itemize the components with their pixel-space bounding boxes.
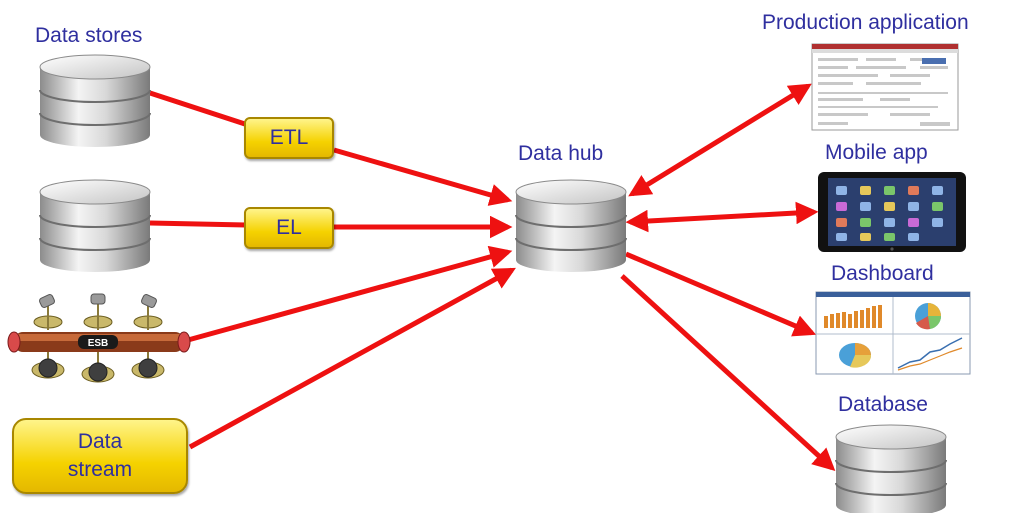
database-cylinder	[835, 424, 947, 513]
arrow-hub-dashboard	[625, 251, 817, 337]
data-store-cylinder-2	[39, 179, 151, 273]
mobile-app-tablet	[818, 172, 966, 252]
connector-arrows	[149, 83, 836, 472]
production-application-thumbnail	[811, 43, 959, 131]
arrow-hub-production	[628, 83, 812, 197]
data-stores-label: Data stores	[35, 24, 143, 47]
dashboard-label: Dashboard	[831, 262, 934, 285]
etl-box: ETL	[244, 117, 334, 159]
data-hub-cylinder	[515, 179, 627, 273]
esb-label: ESB	[88, 338, 109, 349]
arrow-etl-to-hub	[333, 147, 513, 206]
data-store-cylinder-1	[39, 54, 151, 148]
arrow-store1-to-etl	[149, 90, 249, 128]
el-box: EL	[244, 207, 334, 249]
data-stream-line1: Data	[77, 430, 123, 453]
arrow-hub-database	[620, 274, 836, 472]
dashboard-thumbnail	[815, 291, 971, 375]
esb-bus-icon: ESB	[7, 293, 191, 383]
mobile-app-label: Mobile app	[825, 141, 928, 164]
arrow-esb-to-hub	[187, 245, 513, 343]
production-application-label: Production application	[762, 11, 969, 34]
data-stream-box: Data stream	[12, 418, 188, 494]
database-label: Database	[838, 393, 928, 416]
arrow-hub-mobile	[625, 201, 819, 233]
data-stream-line2: stream	[67, 458, 133, 481]
data-hub-label: Data hub	[518, 142, 604, 165]
arrow-store2-to-el	[149, 220, 247, 228]
arrow-stream-to-hub	[188, 267, 516, 450]
